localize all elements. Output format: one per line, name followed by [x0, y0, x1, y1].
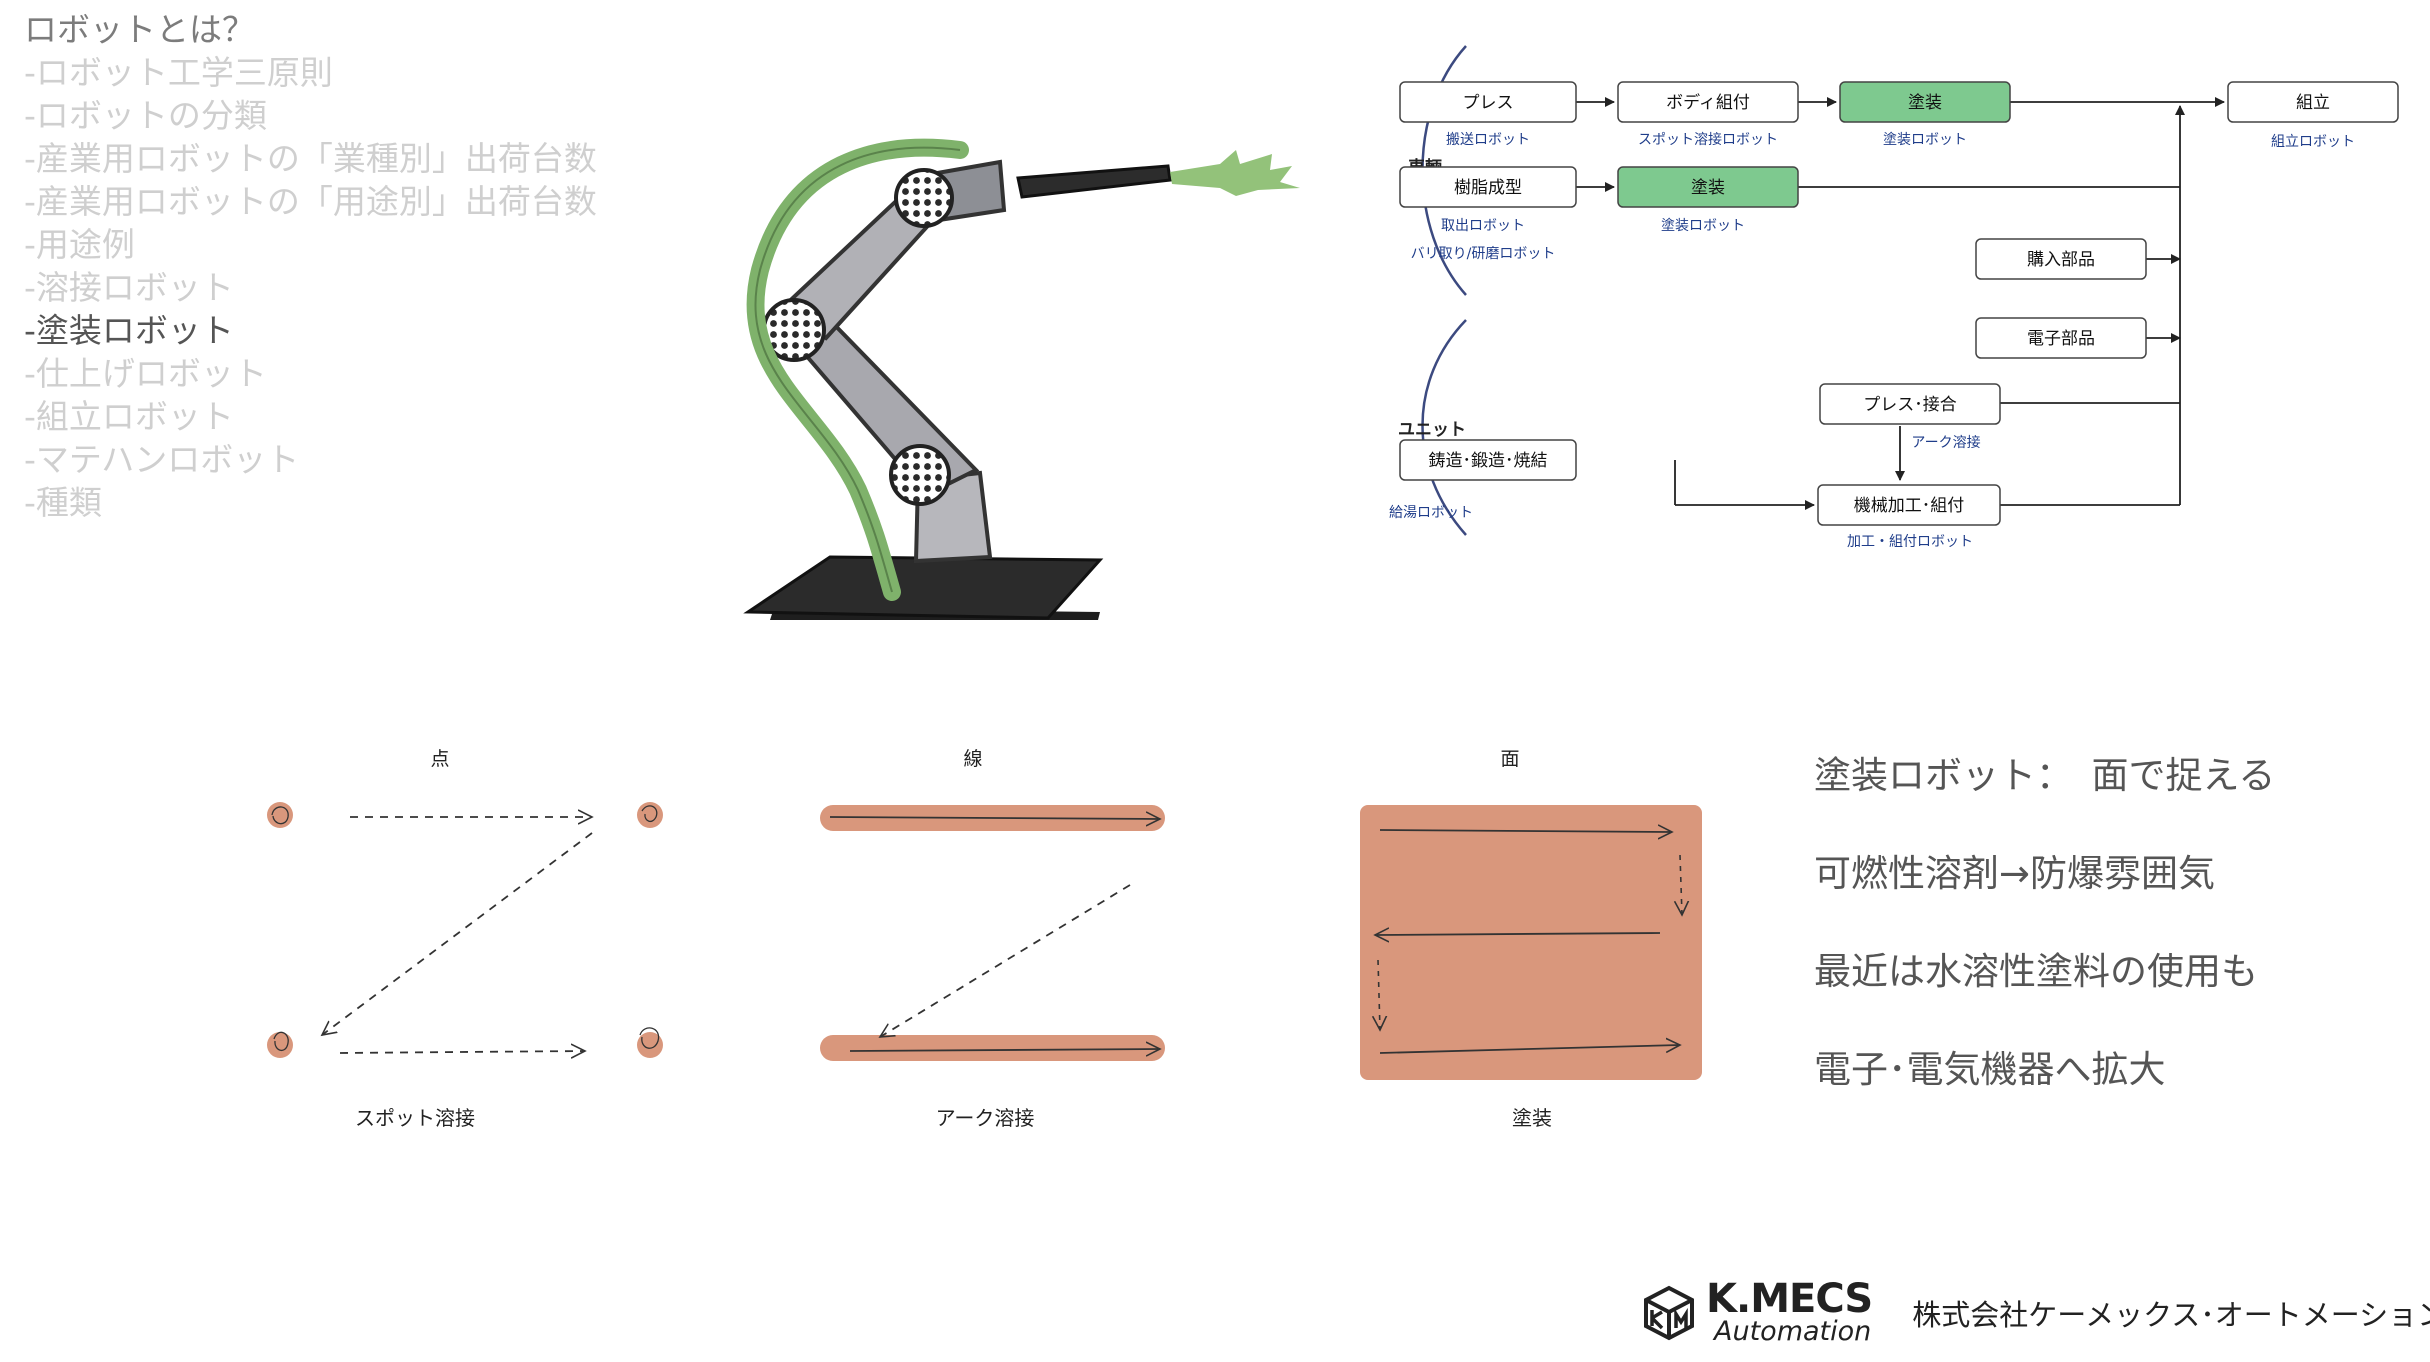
weld-spot [267, 1032, 293, 1058]
bracket-unit [1421, 319, 1467, 536]
painting-robot-illustration [743, 138, 1300, 620]
note-water-based-paint: 最近は水溶性塗料の使用も [1814, 950, 2258, 993]
group-label-unit: ユニット [1398, 420, 1466, 440]
logo-main-text: K.MECS [1706, 1276, 1873, 1322]
painting-robot-notes: 塗装ロボット： 面で捉える 可燃性溶剤→防爆雰囲気 最近は水溶性塗料の使用も 電… [1814, 752, 2275, 1144]
flow-box-label: 樹脂成型 [1454, 178, 1522, 198]
flow-box-label: 塗装 [1691, 177, 1725, 198]
surface-heading: 面 [1500, 748, 1519, 770]
flow-box-label: 機械加工･組付 [1854, 496, 1965, 516]
note-electronics: 電子･電気機器へ拡大 [1814, 1048, 2166, 1091]
caption-painting-robot: 塗装ロボット [1883, 131, 1967, 148]
nav-item-finishing-robot[interactable]: -仕上げロボット [24, 354, 267, 393]
surface-caption: 塗装 [1512, 1106, 1552, 1130]
note-explosion-proof: 可燃性溶剤→防爆雰囲気 [1814, 852, 2216, 895]
paint-spray [1170, 150, 1300, 196]
weld-bead [820, 1035, 1165, 1061]
nav-item-welding-robot[interactable]: -溶接ロボット [24, 268, 234, 307]
flow-box-assembly[interactable]: 組立 [2227, 81, 2399, 123]
caption-takeout-robot: 取出ロボット [1441, 218, 1525, 234]
logo-sub-text: Automation [1714, 1316, 1872, 1347]
footer: K.MECS Automation 株式会社ケーメックス･オートメーション [1640, 1276, 2430, 1347]
flow-box-label: 電子部品 [2027, 329, 2095, 349]
caption-deburring-robot: バリ取り/研磨ロボット [1411, 246, 1556, 262]
caption-assembly-robot: 組立ロボット [2271, 134, 2355, 150]
nav-item-shipments-industry[interactable]: -産業用ロボットの「業種別」出荷台数 [24, 139, 597, 178]
caption-pouring-robot: 給湯ロボット [1389, 504, 1473, 521]
flow-box-electronic-parts[interactable]: 電子部品 [1975, 317, 2147, 359]
note-surface: 塗装ロボット： 面で捉える [1814, 754, 2276, 797]
flow-box-casting[interactable]: 鋳造･鍛造･焼結 [1399, 439, 1577, 481]
caption-painting-robot-2: 塗装ロボット [1661, 217, 1745, 234]
flow-captions: 搬送ロボット スポット溶接ロボット 塗装ロボット 組立ロボット 取出ロボット バ… [1389, 131, 2355, 550]
flow-connectors [1576, 97, 2225, 510]
line-heading: 線 [963, 748, 982, 770]
robot-arm [776, 159, 1172, 564]
flow-box-label: プレス [1463, 93, 1514, 113]
flow-box-label: 購入部品 [2027, 250, 2095, 270]
flow-box-purchased-parts[interactable]: 購入部品 [1975, 238, 2147, 280]
robot-joints [762, 168, 954, 506]
flow-box-paint-resin[interactable]: 塗装 [1617, 166, 1799, 208]
nav-item-three-laws[interactable]: -ロボット工学三原則 [24, 53, 333, 92]
painted-surface [1360, 805, 1702, 1080]
flow-box-label: 組立 [2296, 93, 2330, 113]
hose-outline [754, 146, 961, 593]
flow-box-label: 鋳造･鍛造･焼結 [1429, 451, 1548, 471]
flow-box-body-assembly[interactable]: ボディ組付 [1617, 81, 1799, 123]
caption-arc-welding: アーク溶接 [1911, 434, 1980, 451]
kmecs-logo-icon [1644, 1285, 1694, 1341]
flow-box-resin-molding[interactable]: 樹脂成型 [1399, 166, 1577, 208]
nav-item-types[interactable]: -種類 [24, 483, 102, 522]
company-name: 株式会社ケーメックス･オートメーション [1912, 1298, 2430, 1332]
nav-item-shipments-application[interactable]: -産業用ロボットの「用途別」出荷台数 [24, 182, 597, 221]
nav-item-assembly-robot[interactable]: -組立ロボット [24, 397, 234, 436]
weld-spot [637, 1032, 663, 1058]
nav-item-painting-robot[interactable]: -塗装ロボット [24, 311, 234, 350]
point-panel: 点 スポット溶接 [267, 748, 663, 1130]
flow-box-press[interactable]: プレス [1399, 81, 1577, 123]
surface-panel: 面 塗装 [1360, 748, 1702, 1130]
section-nav: ロボットとは？ -ロボット工学三原則 -ロボットの分類 -産業用ロボットの「業種… [24, 8, 597, 524]
hose [746, 138, 969, 601]
robot-base [743, 555, 1104, 620]
point-caption: スポット溶接 [355, 1106, 475, 1130]
nav-item-classification[interactable]: -ロボットの分類 [24, 96, 267, 135]
flow-box-machining[interactable]: 機械加工･組付 [1817, 484, 2001, 526]
line-panel: 線 アーク溶接 [820, 748, 1165, 1130]
nav-title[interactable]: ロボットとは？ [24, 10, 255, 49]
caption-machining-robot: 加工・組付ロボット [1847, 534, 1973, 550]
flow-box-paint-body[interactable]: 塗装 [1839, 81, 2011, 123]
production-flow-diagram: 車輌 ユニット プレス ボディ組付 塗装 組立 樹脂成型 塗装 [1389, 45, 2399, 550]
caption-spot-welding-robot: スポット溶接ロボット [1638, 131, 1778, 148]
caption-transfer-robot: 搬送ロボット [1446, 132, 1530, 148]
line-caption: アーク溶接 [936, 1106, 1035, 1130]
flow-box-label: プレス･接合 [1863, 395, 1957, 415]
flow-box-label: 塗装 [1908, 92, 1942, 113]
flow-box-label: ボディ組付 [1666, 92, 1750, 113]
path-types-illustration: 点 スポット溶接 線 アーク溶接 面 [267, 748, 1702, 1130]
nav-item-material-handling-robot[interactable]: -マテハンロボット [24, 440, 300, 479]
point-heading: 点 [430, 748, 449, 770]
flow-box-press-join[interactable]: プレス･接合 [1819, 383, 2001, 425]
logo-wordmark: K.MECS Automation [1706, 1276, 1873, 1347]
nav-item-use-cases[interactable]: -用途例 [24, 225, 135, 264]
